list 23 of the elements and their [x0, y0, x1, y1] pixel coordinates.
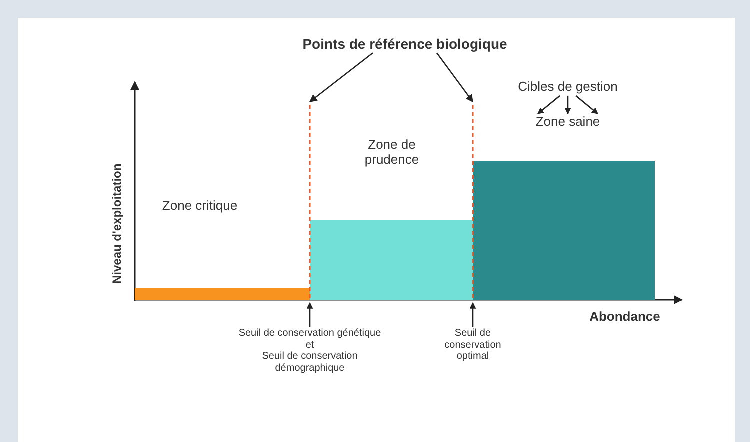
arrow — [309, 52, 374, 103]
high-exploitation-bar — [473, 161, 655, 300]
heading-text: Points de référence biologique — [302, 36, 508, 52]
threshold-text: Seuil de conservation démographique — [261, 351, 359, 374]
arrow — [436, 52, 474, 103]
annotation-text: Cibles de gestion — [517, 80, 619, 95]
zone-label: Zone de prudence — [364, 138, 420, 168]
zone-label: Zone critique — [161, 199, 239, 214]
axis-title: Niveau d'exploitation — [111, 162, 125, 286]
arrow — [538, 95, 560, 114]
zone-label: Zone saine — [534, 115, 602, 130]
dashed-threshold-line — [309, 105, 311, 300]
threshold-text: Seuil de conservation optimal — [444, 328, 502, 362]
arrow — [306, 302, 314, 327]
axis-title: Abondance — [588, 310, 662, 325]
arrow — [564, 96, 572, 115]
arrow — [470, 302, 476, 327]
low-exploitation-bar — [135, 288, 310, 300]
threshold-text: Seuil de conservation génétique — [238, 328, 382, 340]
medium-exploitation-bar — [310, 220, 473, 300]
arrow — [576, 95, 598, 114]
dashed-threshold-line — [472, 105, 474, 300]
threshold-text: et — [304, 340, 316, 351]
